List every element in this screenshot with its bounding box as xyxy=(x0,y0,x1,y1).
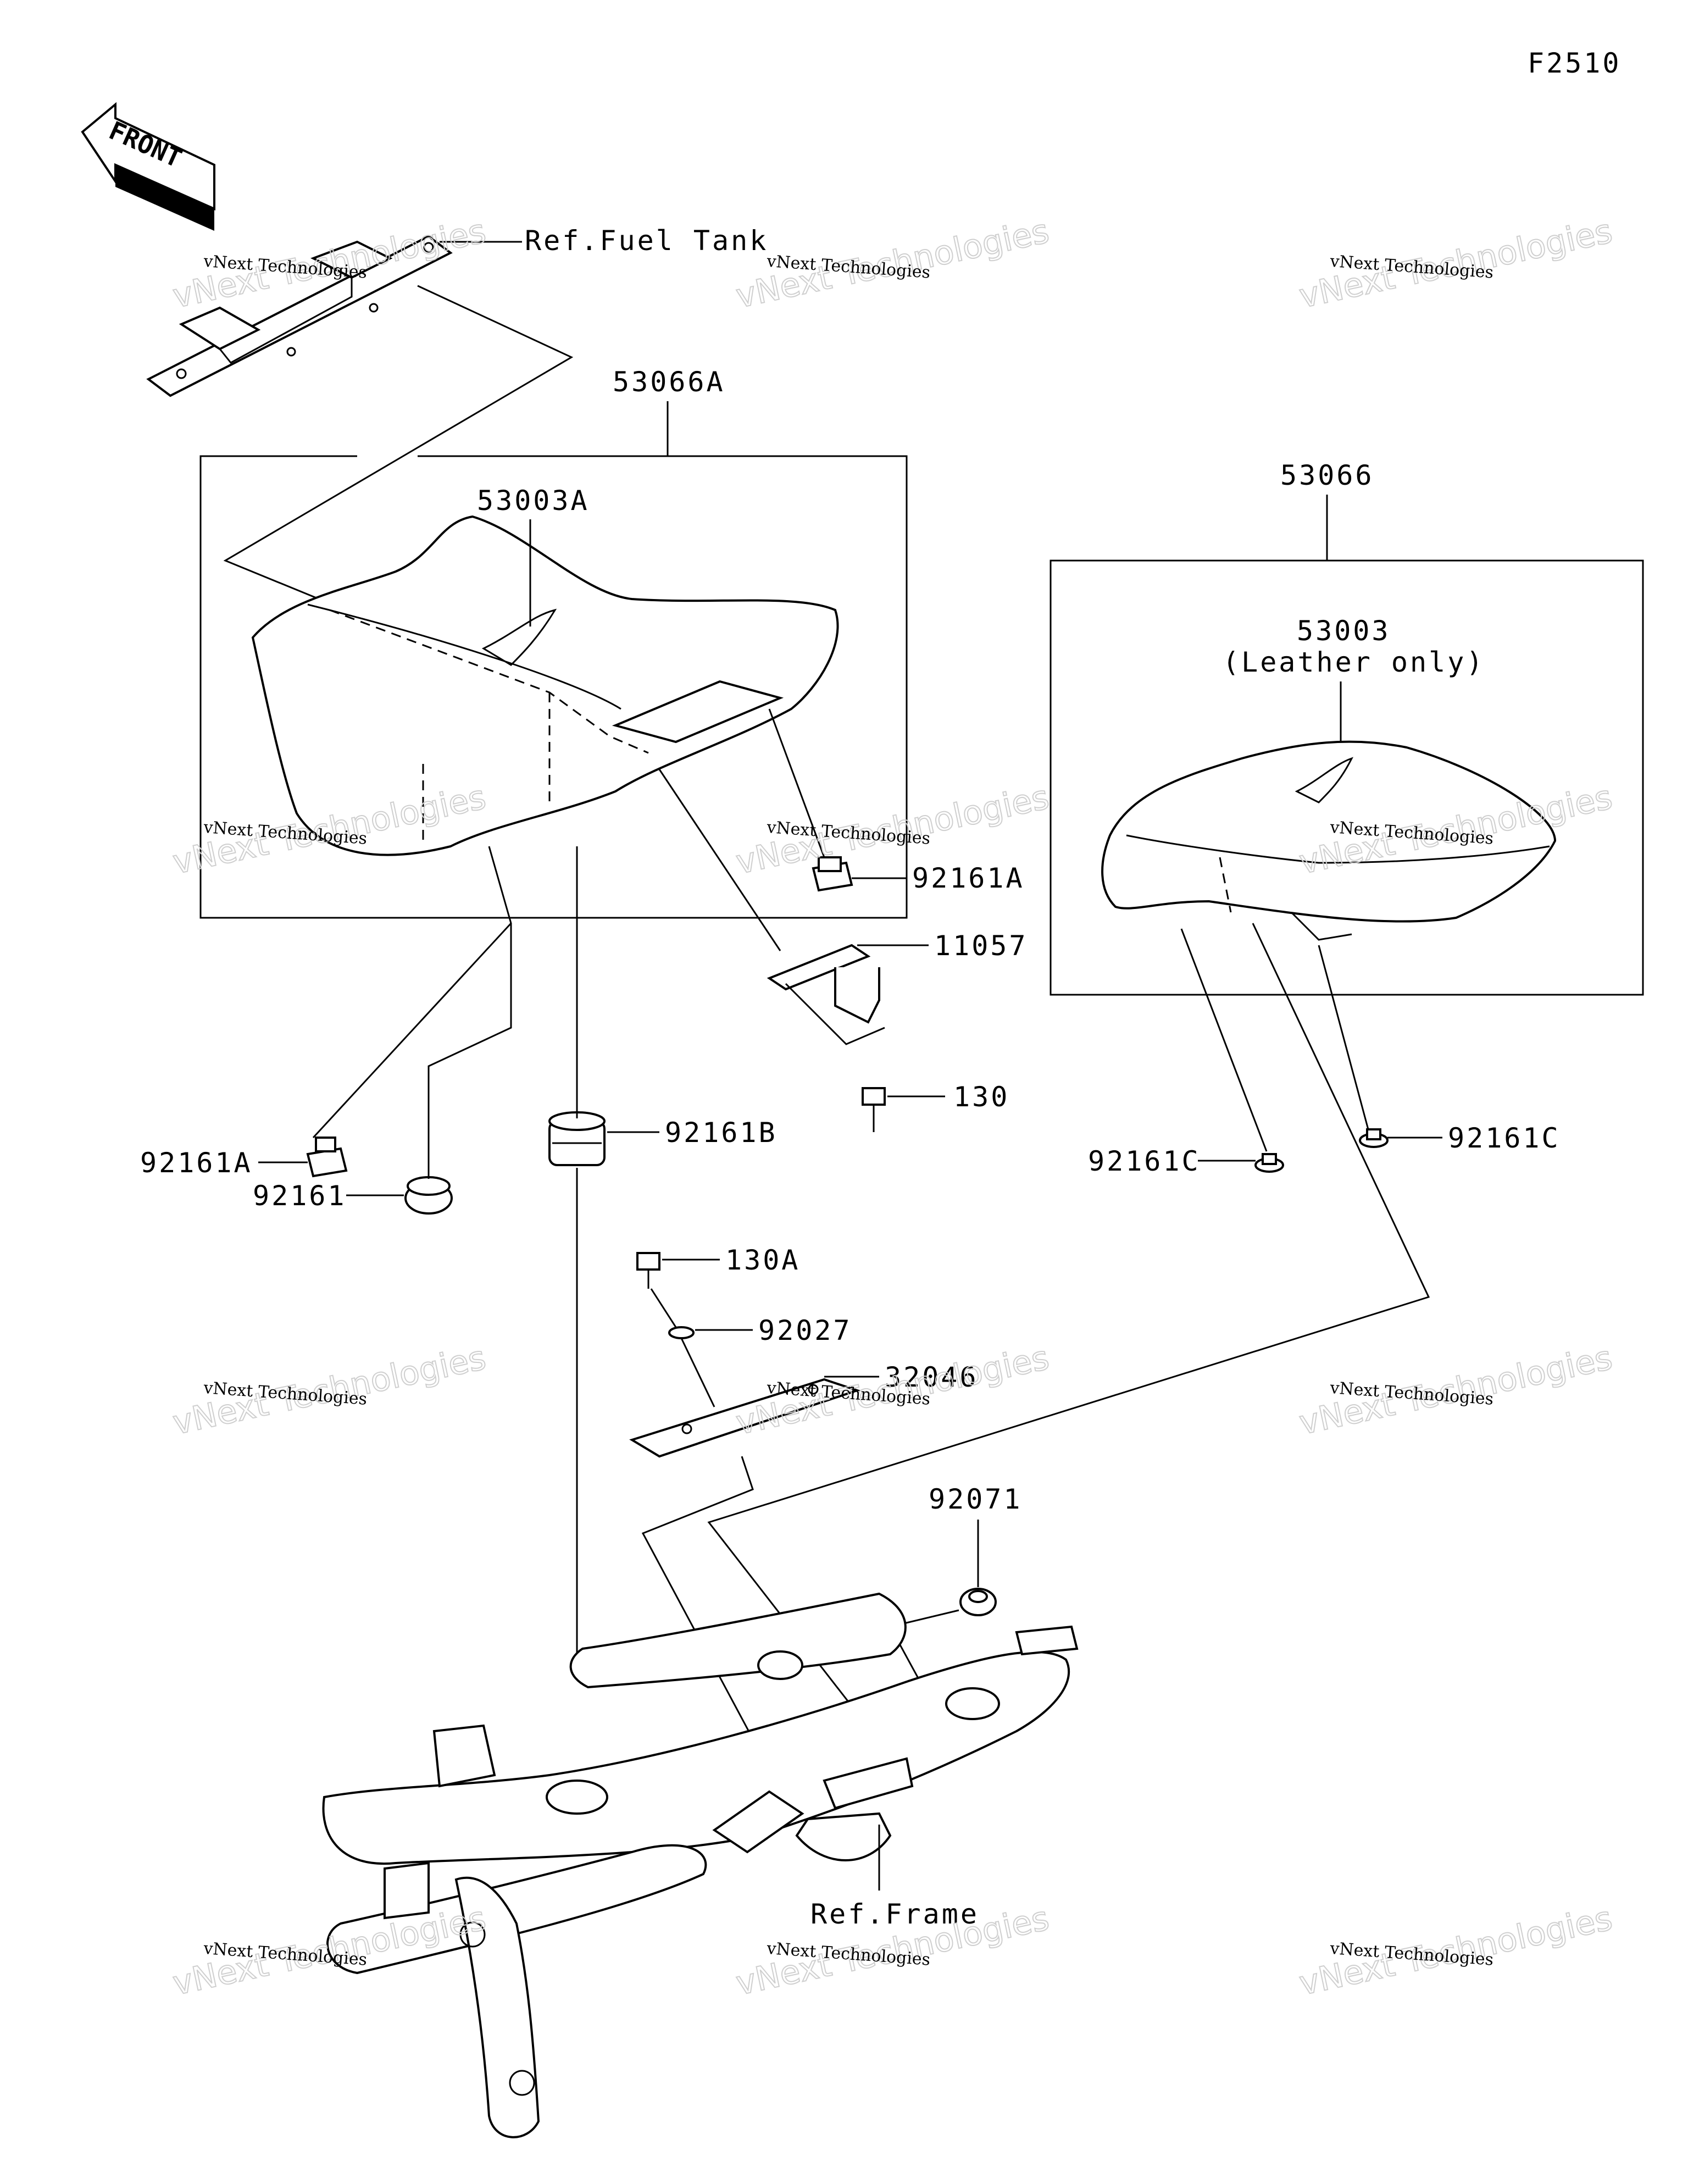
label-92161B: 92161B xyxy=(665,1117,778,1149)
bolt-130A xyxy=(636,1252,660,1289)
bracket-53066 xyxy=(1050,559,1644,996)
label-53003-note: (Leather only) xyxy=(1223,646,1485,678)
bolt-130 xyxy=(862,1087,886,1132)
frame xyxy=(322,1592,1079,2138)
label-92027: 92027 xyxy=(758,1315,852,1346)
label-53066: 53066 xyxy=(1280,459,1374,491)
label-92071: 92071 xyxy=(929,1483,1023,1515)
label-130A: 130A xyxy=(725,1244,800,1276)
grommet-92161A-left xyxy=(306,1137,348,1178)
label-53003: 53003 xyxy=(1297,615,1391,647)
label-32046: 32046 xyxy=(885,1361,979,1393)
grommet-92161C-right xyxy=(1359,1128,1389,1148)
label-53003A: 53003A xyxy=(477,485,590,517)
front-seat xyxy=(251,515,839,856)
fuel-tank-bracket xyxy=(146,235,453,397)
plate-32046 xyxy=(629,1378,861,1458)
bracket-11057 xyxy=(767,944,880,1024)
washer-92027 xyxy=(668,1326,695,1339)
label-92161A-right: 92161A xyxy=(912,862,1025,894)
rear-seat xyxy=(1101,740,1557,941)
grommet-92161B xyxy=(548,1111,606,1166)
label-130: 130 xyxy=(953,1081,1009,1113)
figure-code: F2510 xyxy=(1528,47,1622,79)
label-ref-fuel-tank: Ref.Fuel Tank xyxy=(525,225,768,257)
label-92161C-right: 92161C xyxy=(1448,1122,1561,1154)
label-11057: 11057 xyxy=(934,930,1028,962)
label-92161: 92161 xyxy=(253,1180,347,1212)
front-arrow-icon: FRONT xyxy=(81,102,215,231)
grommet-92161 xyxy=(404,1176,453,1215)
guide-line-plate xyxy=(641,1456,770,1770)
label-53066A: 53066A xyxy=(613,366,725,398)
label-92161C-left: 92161C xyxy=(1088,1145,1201,1177)
label-ref-frame: Ref.Frame xyxy=(810,1898,979,1930)
grommet-92161C-left xyxy=(1254,1153,1284,1173)
bracket-53066A xyxy=(199,455,908,919)
grommet-92161A-right xyxy=(812,856,853,892)
grommet-92071 xyxy=(959,1588,997,1616)
label-92161A-left: 92161A xyxy=(140,1147,253,1179)
